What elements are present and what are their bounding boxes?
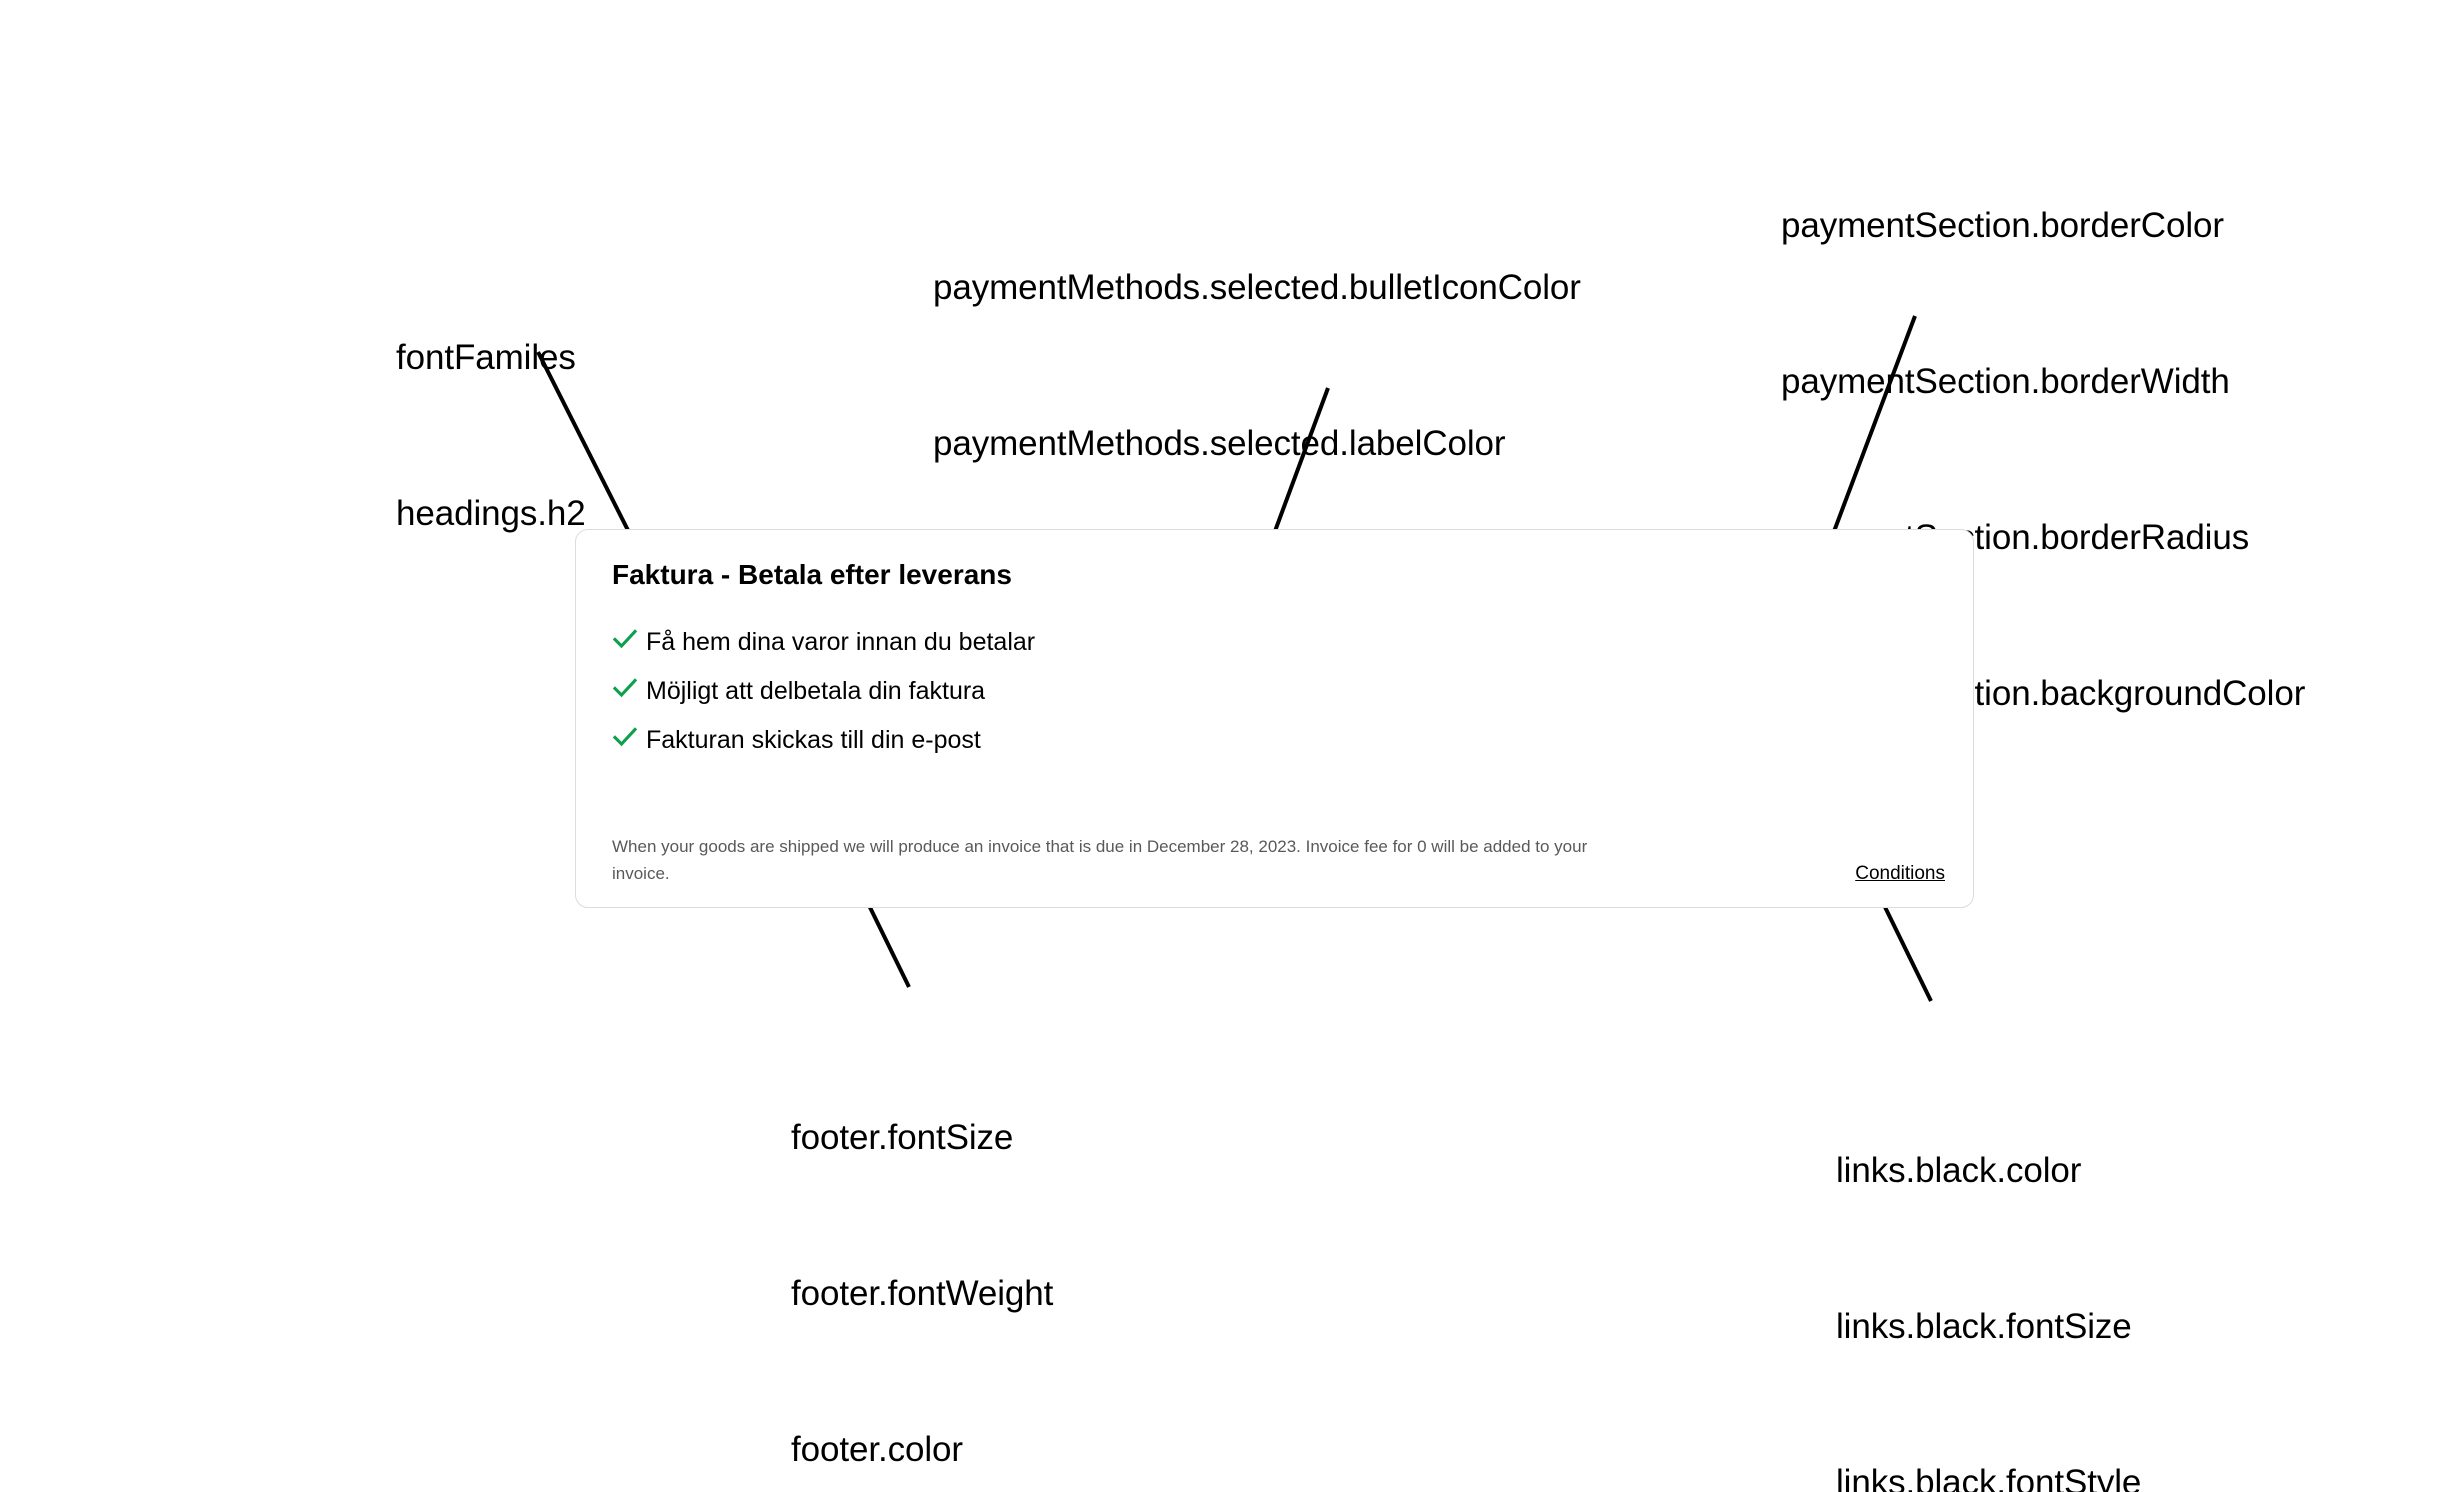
benefit-label: Möjligt att delbetala din faktura bbox=[646, 677, 986, 705]
leader-line-links bbox=[1882, 904, 1933, 1002]
annotation-line: links.black.color bbox=[1836, 1151, 2082, 1190]
benefit-list: Få hem dina varor innan du betalar Möjli… bbox=[612, 618, 1937, 765]
annotation-line: links.black.fontStyle bbox=[1836, 1463, 2142, 1492]
payment-section-content: Faktura - Betala efter leverans Få hem d… bbox=[576, 530, 1973, 907]
annotation-footer: footer.fontSize footer.fontWeight footer… bbox=[791, 1008, 1053, 1492]
annotation-line: headings.h2 bbox=[396, 494, 586, 533]
annotation-line: fontFamiles bbox=[396, 338, 576, 377]
benefit-label: Få hem dina varor innan du betalar bbox=[646, 628, 1036, 656]
annotation-line: paymentSection.borderColor bbox=[1781, 206, 2224, 245]
list-item: Möjligt att delbetala din faktura bbox=[612, 667, 1937, 716]
annotation-font-families: fontFamiles headings.h2 bbox=[396, 228, 586, 644]
payment-section-title: Faktura - Betala efter leverans bbox=[612, 559, 1012, 590]
annotation-line: paymentSection.borderWidth bbox=[1781, 362, 2230, 401]
annotation-line: footer.color bbox=[791, 1430, 963, 1469]
annotation-line: paymentMethods.selected.bulletIconColor bbox=[933, 268, 1581, 307]
payment-section-card[interactable]: Faktura - Betala efter leverans Få hem d… bbox=[575, 529, 1974, 908]
list-item: Fakturan skickas till din e-post bbox=[612, 716, 1937, 765]
list-item: Få hem dina varor innan du betalar bbox=[612, 618, 1937, 667]
check-icon bbox=[612, 628, 640, 650]
annotation-line: footer.fontWeight bbox=[791, 1274, 1054, 1313]
check-icon bbox=[612, 677, 640, 699]
check-icon bbox=[612, 726, 640, 748]
annotation-line: footer.fontSize bbox=[791, 1118, 1014, 1157]
annotation-line: links.black.fontSize bbox=[1836, 1307, 2132, 1346]
annotation-line: paymentMethods.selected.labelColor bbox=[933, 424, 1506, 463]
benefit-label: Fakturan skickas till din e-post bbox=[646, 726, 981, 754]
conditions-link[interactable]: Conditions bbox=[1855, 863, 1945, 884]
invoice-footer-note: When your goods are shipped we will prod… bbox=[612, 837, 1588, 883]
annotation-links-black: links.black.color links.black.fontSize l… bbox=[1836, 1041, 2230, 1492]
card-footer: When your goods are shipped we will prod… bbox=[612, 833, 1945, 887]
